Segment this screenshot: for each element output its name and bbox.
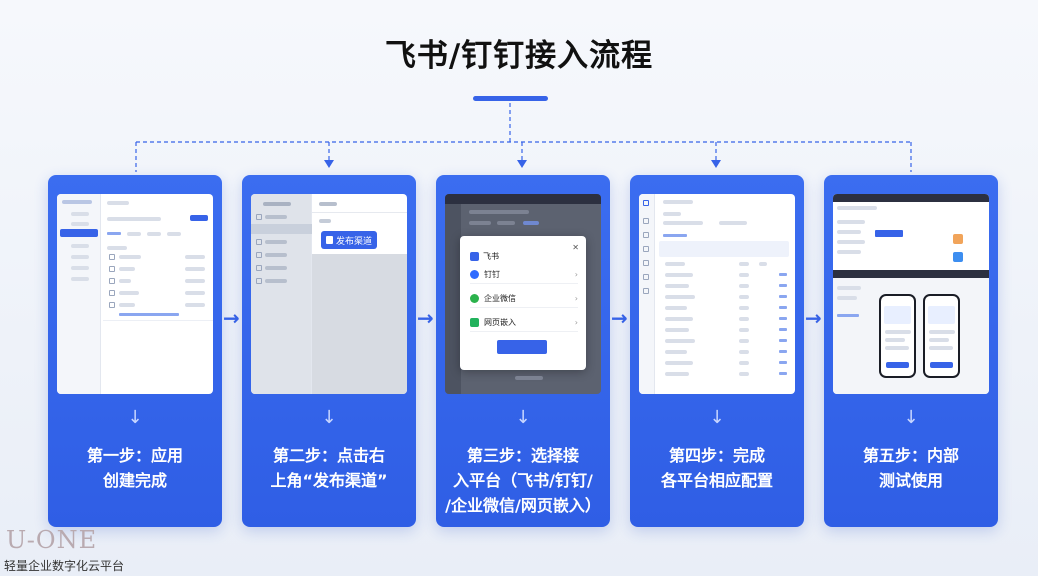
step-card-3: 飞书 ✕ 钉钉 › 企业微信 › 网页嵌入 › ↓ 第三步：选择接 入平台 — [436, 175, 610, 527]
step-label-line: 第二步：点击右 — [272, 446, 385, 465]
step-4-screenshot — [639, 194, 795, 394]
brand-logo: U-ONE — [6, 526, 98, 554]
down-arrow-icon: ↓ — [321, 407, 337, 428]
right-arrow-icon: → — [417, 306, 434, 330]
step-label-line: /企业微信/网页嵌入） — [445, 496, 601, 515]
down-arrow-icon: ↓ — [903, 407, 919, 428]
dimmed-content — [312, 254, 407, 394]
step-label-line: 第四步：完成 — [668, 446, 765, 465]
step-5-screenshot — [833, 194, 989, 394]
down-arrow-icon: ↓ — [709, 407, 725, 428]
step-label: 第二步：点击右 上角“发布渠道” — [250, 443, 408, 493]
option-label: 网页嵌入 — [484, 318, 516, 327]
mini-sidebar — [57, 194, 101, 394]
mini-sidebar — [251, 194, 312, 394]
step-label: 第四步：完成 各平台相应配置 — [638, 443, 796, 493]
step-card-2: 发布渠道 ↓ 第二步：点击右 上角“发布渠道” — [242, 175, 416, 527]
option-dingtalk[interactable]: 钉钉 › — [470, 266, 578, 284]
right-arrow-icon: → — [805, 306, 822, 330]
confirm-button[interactable] — [497, 340, 547, 354]
step-label-line: 各平台相应配置 — [660, 471, 773, 490]
step-label: 第一步：应用 创建完成 — [56, 443, 214, 493]
step-2-screenshot: 发布渠道 — [251, 194, 407, 394]
platform-select-dialog: 飞书 ✕ 钉钉 › 企业微信 › 网页嵌入 › — [460, 236, 586, 370]
step-3-screenshot: 飞书 ✕ 钉钉 › 企业微信 › 网页嵌入 › — [445, 194, 601, 394]
brand-tagline: 轻量企业数字化云平台 — [4, 559, 125, 573]
feishu-icon — [470, 252, 479, 261]
step-1-screenshot — [57, 194, 213, 394]
connector-arrowhead — [324, 160, 334, 168]
document-icon — [325, 236, 333, 244]
option-label: 钉钉 — [484, 270, 500, 279]
step-card-5: ↓ 第五步：内部 测试使用 — [824, 175, 998, 527]
publish-channel-button[interactable]: 发布渠道 — [321, 231, 377, 249]
step-card-4: ↓ 第四步：完成 各平台相应配置 — [630, 175, 804, 527]
step-label-line: 第三步：选择接 — [466, 446, 579, 465]
connector-arrowhead — [711, 160, 721, 168]
down-arrow-icon: ↓ — [127, 407, 143, 428]
option-wecom[interactable]: 企业微信 › — [470, 290, 578, 308]
step-label-line: 第五步：内部 — [862, 446, 959, 465]
chevron-right-icon: › — [574, 318, 578, 327]
step-card-1: ↓ 第一步：应用 创建完成 — [48, 175, 222, 527]
step-label-line: 第一步：应用 — [86, 446, 183, 465]
phone-preview — [879, 294, 916, 378]
step-label-line: 测试使用 — [878, 471, 943, 490]
web-embed-icon — [470, 318, 479, 327]
option-web-embed[interactable]: 网页嵌入 › — [470, 314, 578, 332]
phone-preview — [923, 294, 960, 378]
step-label-line: 入平台（飞书/钉钉/ — [453, 471, 593, 490]
right-arrow-icon: → — [611, 306, 628, 330]
chevron-right-icon: › — [574, 270, 578, 279]
step-label-line: 上角“发布渠道” — [270, 471, 388, 490]
chevron-right-icon: › — [574, 294, 578, 303]
title-underline — [473, 96, 548, 101]
step-label: 第三步：选择接 入平台（飞书/钉钉/ /企业微信/网页嵌入） — [444, 443, 602, 518]
dingtalk-icon — [470, 270, 479, 279]
close-icon[interactable]: ✕ — [572, 243, 579, 252]
step-label: 第五步：内部 测试使用 — [832, 443, 990, 493]
wecom-icon — [470, 294, 479, 303]
option-label: 企业微信 — [484, 294, 516, 303]
page-title: 飞书/钉钉接入流程 — [384, 38, 654, 74]
down-arrow-icon: ↓ — [515, 407, 531, 428]
dialog-title: 飞书 — [483, 252, 499, 261]
mini-sidebar — [639, 194, 655, 394]
right-arrow-icon: → — [223, 306, 240, 330]
dialog-header: 飞书 — [470, 251, 499, 262]
step-label-line: 创建完成 — [102, 471, 167, 490]
connector-arrowhead — [517, 160, 527, 168]
publish-channel-label: 发布渠道 — [335, 236, 372, 247]
